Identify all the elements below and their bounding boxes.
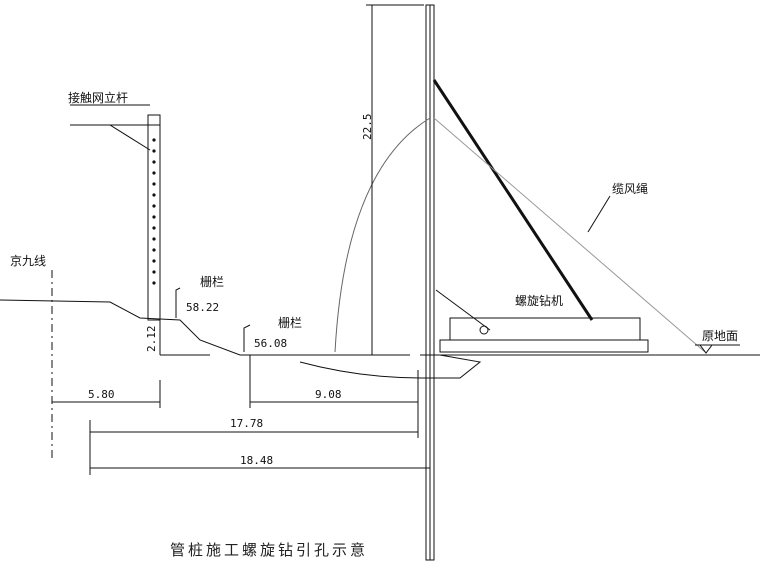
dim-elevation-lower: 56.08 [254,337,288,350]
pole-rung [152,171,156,175]
pole-rung [152,248,156,252]
pole-rung [152,160,156,164]
pole-rung [152,281,156,285]
guy-rope-leader [587,195,611,233]
dim-9-08: 9.08 [315,388,342,401]
label-guy-rope: 缆风绳 [612,182,649,196]
rig-base [439,339,649,353]
pole-rung [152,204,156,208]
label-railway-line: 京九线 [10,254,47,268]
excavation-curve [299,354,482,379]
dim-step-height: 2.12 [145,325,158,353]
label-ground: 原地面 [702,329,739,343]
ground-profile-left [0,299,410,356]
dim-mast-height: 22.5 [361,113,374,141]
dim-17-78: 17.78 [230,417,264,430]
label-fence-lower: 栅栏 [278,316,303,330]
pole-rung [152,237,156,241]
pole-rung [152,138,156,142]
pole-rung [152,270,156,274]
label-fence-upper: 栅栏 [200,275,225,289]
guy-rope [433,117,706,353]
pole-rung [152,182,156,186]
pole-rung [152,226,156,230]
catenary-pole [147,114,161,321]
mast-short-brace [435,289,491,331]
pole-brace [109,124,151,151]
dim-5-80: 5.80 [88,388,115,401]
dim-18-48: 18.48 [240,454,274,467]
diagram-title: 管桩施工螺旋钻引孔示意 [170,541,369,559]
pole-rung [152,215,156,219]
pole-rung [152,149,156,153]
label-catenary-pole: 接触网立杆 [68,91,129,105]
pole-rung [152,259,156,263]
rig-wheel-icon [479,325,489,335]
label-drill-rig: 螺旋钻机 [515,294,564,308]
mast-diagonal-support [432,79,594,321]
fence-upper [175,287,181,318]
pole-rung [152,193,156,197]
sweep-arc [334,117,431,353]
fence-lower [243,324,251,352]
dim-elevation-upper: 58.22 [186,301,220,314]
